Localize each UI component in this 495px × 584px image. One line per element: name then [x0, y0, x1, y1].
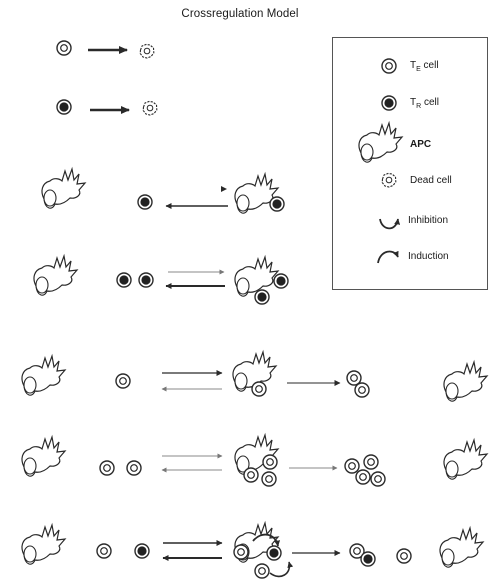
- row4-tr-cell-2-icon: [138, 272, 154, 288]
- row6-output-te-cell-2-icon: [363, 454, 379, 470]
- legend-box: [332, 37, 488, 290]
- row6-apc-icon: [21, 436, 66, 477]
- row7-output-tr-cell-icon: [360, 551, 376, 567]
- row7-bound-te-cell-2-icon: [254, 563, 270, 579]
- row6-te-cell-2-icon: [126, 460, 142, 476]
- row4-tr-cell-1-icon: [116, 272, 132, 288]
- legend-te-label: TE cell: [410, 60, 439, 73]
- row7-tr-cell-icon: [134, 543, 150, 559]
- row7-bound-te-cell-icon: [233, 544, 249, 560]
- row4-bound-tr-cell-2-icon: [254, 289, 270, 305]
- row2-tr-cell-icon: [56, 99, 72, 115]
- legend-apc-icon: [358, 122, 403, 163]
- row5-bound-te-cell-icon: [251, 381, 267, 397]
- row7-bound-tr-cell-icon: [266, 545, 282, 561]
- row7-right-apc-icon: [439, 527, 484, 568]
- row6-right-apc-icon: [443, 439, 488, 480]
- row6-bound-te-cell-1-icon: [262, 454, 278, 470]
- row5-apc-icon: [21, 355, 66, 396]
- row1-dead-cell-icon: [139, 43, 155, 59]
- legend-te-cell-icon: [381, 58, 397, 74]
- row5-output-te-cell-1-icon: [346, 370, 362, 386]
- row1-te-cell-icon: [56, 40, 72, 56]
- row4-apc-complex-icon: [234, 256, 279, 297]
- legend-inhibition-icon: [379, 218, 401, 230]
- row3-arrowhead-right: [221, 186, 227, 192]
- row7-inhibition-icon: [252, 533, 281, 547]
- diagram-title: Crossregulation Model: [181, 8, 299, 20]
- legend-inhibition-label: Inhibition: [408, 215, 449, 226]
- row4-bound-tr-cell-1-icon: [273, 273, 289, 289]
- legend-induction-icon: [377, 250, 399, 264]
- row3-apc-icon: [41, 168, 86, 209]
- row7-induction-icon: [269, 561, 294, 578]
- legend-tr-label: TR cell: [410, 97, 439, 110]
- row2-dead-cell-icon: [142, 100, 158, 116]
- row7-output-te-cell-2-icon: [396, 548, 412, 564]
- row7-apc-icon: [21, 524, 66, 565]
- row7-te-cell-icon: [96, 543, 112, 559]
- legend-dead-cell-icon: [381, 172, 397, 188]
- row6-bound-te-cell-2-icon: [243, 467, 259, 483]
- row3-bound-tr-cell-icon: [269, 196, 285, 212]
- row6-bound-te-cell-3-icon: [261, 471, 277, 487]
- row5-te-cell-icon: [115, 373, 131, 389]
- row3-tr-cell-icon: [137, 194, 153, 210]
- row6-output-te-cell-4-icon: [370, 471, 386, 487]
- legend-apc-label: APC: [410, 139, 432, 150]
- row6-output-te-cell-1-icon: [344, 458, 360, 474]
- legend-tr-cell-icon: [381, 95, 397, 111]
- row5-right-apc-icon: [443, 361, 488, 402]
- legend-induction-label: Induction: [408, 251, 449, 262]
- row6-te-cell-1-icon: [99, 460, 115, 476]
- row4-apc-icon: [33, 255, 78, 296]
- row6-output-te-cell-3-icon: [355, 469, 371, 485]
- row5-output-te-cell-2-icon: [354, 382, 370, 398]
- legend-dead-label: Dead cell: [410, 175, 452, 186]
